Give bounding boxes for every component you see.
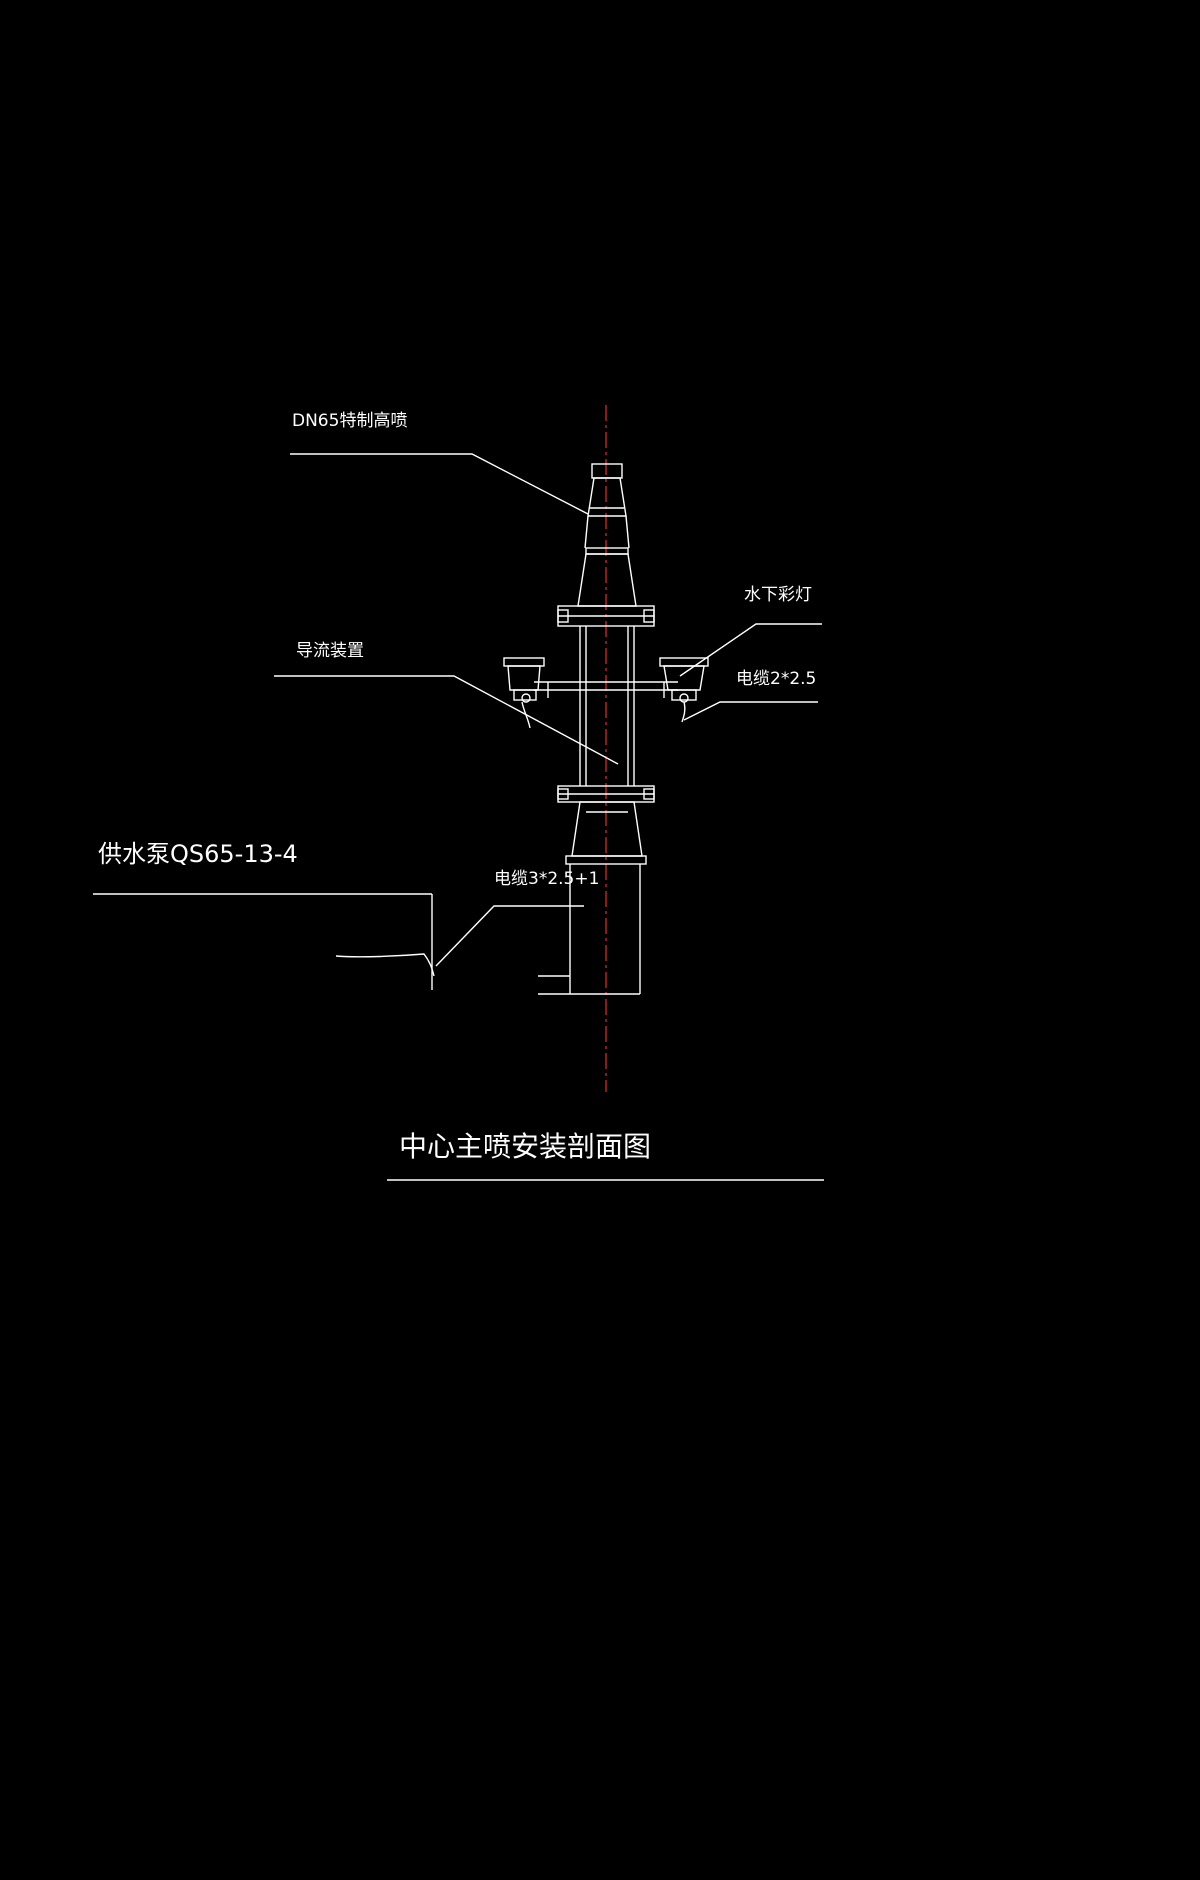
light-bracket (534, 681, 678, 698)
leader-lines (274, 453, 822, 967)
nozzle-label: DN65特制高喷 (292, 411, 407, 431)
pump-cable (335, 953, 435, 977)
pit-wall (93, 893, 433, 990)
right-underwater-light (659, 657, 709, 723)
drawing-title: 中心主喷安装剖面图 (399, 1130, 651, 1163)
flow-device-body (579, 626, 635, 786)
reducer (565, 801, 647, 865)
nozzle (577, 463, 637, 607)
cable-light-label: 电缆2*2.5 (736, 669, 816, 689)
light-label: 水下彩灯 (744, 585, 812, 605)
pump-cable-label: 电缆3*2.5+1 (494, 869, 599, 889)
flow-device-label: 导流装置 (296, 641, 364, 661)
pump-label: 供水泵QS65-13-4 (98, 840, 298, 868)
upper-flange (557, 605, 655, 627)
left-underwater-light (503, 657, 545, 729)
pump-body (538, 864, 641, 995)
